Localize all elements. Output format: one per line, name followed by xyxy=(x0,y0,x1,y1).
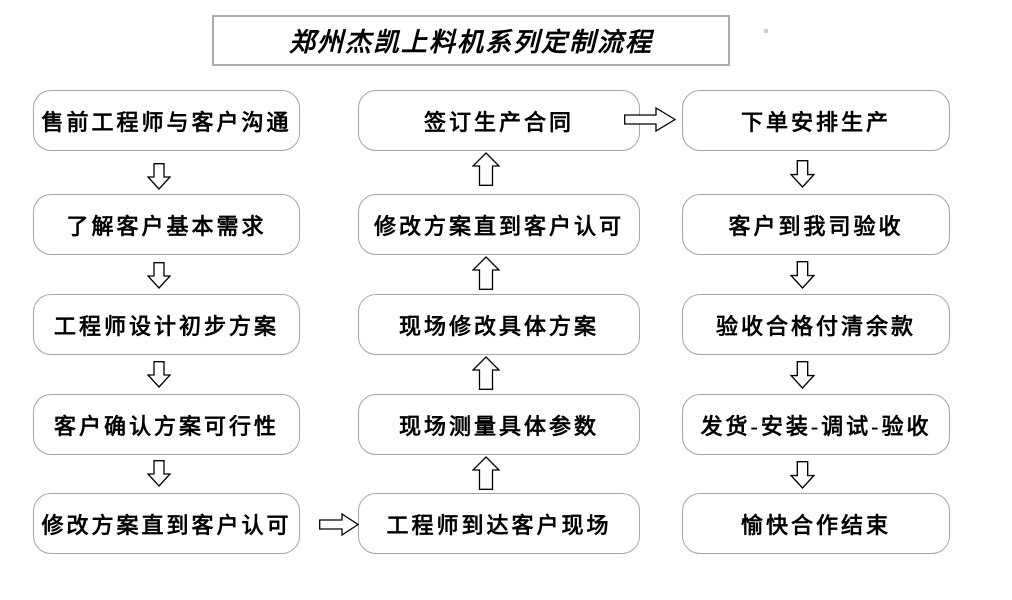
arrow-right-icon xyxy=(624,107,676,132)
node-middle-3: 现场修改具体方案 xyxy=(358,294,640,355)
node-label: 了解客户基本需求 xyxy=(66,213,267,239)
node-label: 现场测量具体参数 xyxy=(398,413,599,439)
arrow-down-icon xyxy=(147,460,171,487)
node-middle-4: 现场测量具体参数 xyxy=(358,394,640,455)
node-left-1: 售前工程师与客户沟通 xyxy=(33,90,300,151)
title-box: 郑州杰凯上料机系列定制流程 xyxy=(212,15,730,66)
node-label: 签订生产合同 xyxy=(423,109,574,135)
arrow-down-icon xyxy=(790,261,815,289)
arrow-down-icon xyxy=(790,461,815,489)
node-label: 现场修改具体方案 xyxy=(398,313,599,339)
stray-dot xyxy=(764,29,768,33)
node-label: 客户确认方案可行性 xyxy=(53,413,279,439)
node-right-5: 愉快合作结束 xyxy=(682,493,950,554)
arrow-down-icon xyxy=(147,361,171,388)
node-label: 验收合格付清余款 xyxy=(715,313,916,339)
arrow-down-icon xyxy=(790,361,815,389)
node-left-2: 了解客户基本需求 xyxy=(33,194,300,255)
node-left-3: 工程师设计初步方案 xyxy=(33,294,300,355)
arrow-up-icon xyxy=(472,152,500,186)
arrow-down-icon xyxy=(147,163,171,190)
node-label: 发货-安装-调试-验收 xyxy=(700,413,932,439)
node-label: 下单安排生产 xyxy=(740,109,891,135)
page-title: 郑州杰凯上料机系列定制流程 xyxy=(288,28,653,57)
node-label: 愉快合作结束 xyxy=(740,512,891,538)
node-middle-2: 修改方案直到客户认可 xyxy=(358,194,640,255)
node-right-2: 客户到我司验收 xyxy=(682,194,950,255)
node-label: 修改方案直到客户认可 xyxy=(373,213,624,239)
node-middle-1: 签订生产合同 xyxy=(358,90,640,151)
node-left-4: 客户确认方案可行性 xyxy=(33,394,300,455)
node-label: 客户到我司验收 xyxy=(728,213,904,239)
node-left-5: 修改方案直到客户认可 xyxy=(33,493,300,554)
node-label: 工程师到达客户现场 xyxy=(386,512,612,538)
arrow-down-icon xyxy=(790,160,815,188)
node-label: 修改方案直到客户认可 xyxy=(41,512,292,538)
node-right-1: 下单安排生产 xyxy=(682,90,950,151)
node-label: 工程师设计初步方案 xyxy=(53,313,279,339)
arrow-up-icon xyxy=(472,456,500,490)
node-middle-5: 工程师到达客户现场 xyxy=(358,493,640,554)
arrow-down-icon xyxy=(147,262,171,289)
node-right-4: 发货-安装-调试-验收 xyxy=(682,394,950,455)
node-label: 售前工程师与客户沟通 xyxy=(41,109,292,135)
node-right-3: 验收合格付清余款 xyxy=(682,294,950,355)
arrow-right-icon xyxy=(319,513,359,536)
arrow-up-icon xyxy=(472,356,500,390)
arrow-up-icon xyxy=(472,256,500,290)
